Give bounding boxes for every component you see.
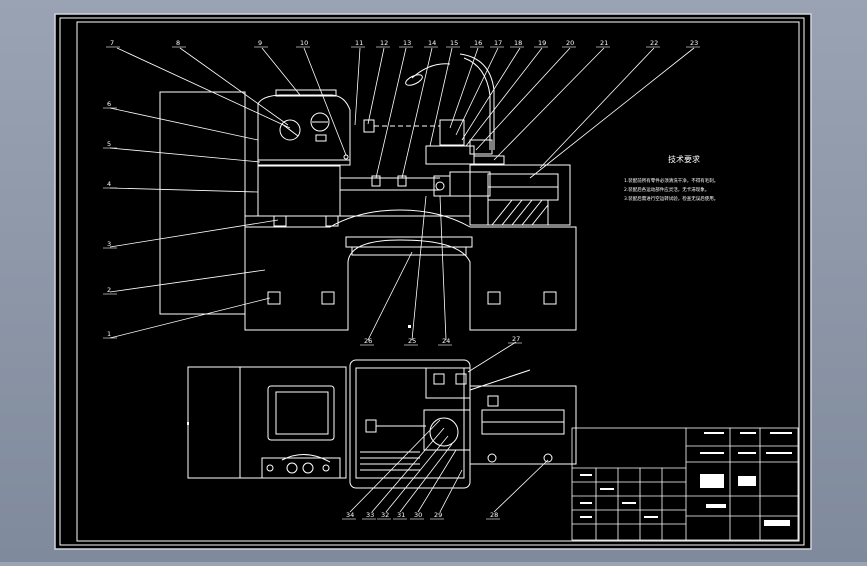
part-number-6: 6 bbox=[107, 100, 111, 108]
tech-req-line-3: 3.装配后需进行空运转试验，检查无误后使用。 bbox=[624, 195, 718, 202]
part-number-12: 12 bbox=[380, 39, 388, 47]
part-number-7: 7 bbox=[110, 39, 114, 47]
machine-bed bbox=[244, 209, 577, 331]
part-number-2: 2 bbox=[107, 286, 111, 294]
part-number-9: 9 bbox=[258, 39, 262, 47]
part-number-4: 4 bbox=[107, 180, 111, 188]
handwheel-right bbox=[310, 112, 330, 132]
part-number-10: 10 bbox=[300, 39, 308, 47]
hatched-section bbox=[487, 199, 549, 226]
part-number-13: 13 bbox=[403, 39, 411, 47]
tech-req-line-1: 1.装配前所有零件必须清洗干净，不得有毛刺。 bbox=[624, 177, 718, 184]
title-block-fill bbox=[580, 432, 792, 526]
tech-req-line-2: 2.装配后各运动部件应灵活，无卡滞现象。 bbox=[624, 186, 709, 193]
part-number-27: 27 bbox=[512, 335, 520, 343]
drawing-inner-frame bbox=[76, 21, 800, 542]
part-number-25: 25 bbox=[408, 337, 416, 345]
plan-chuck bbox=[429, 417, 459, 447]
part-number-26: 26 bbox=[364, 337, 372, 345]
part-number-32: 32 bbox=[381, 511, 389, 519]
part-number-11: 11 bbox=[355, 39, 363, 47]
part-number-16: 16 bbox=[474, 39, 482, 47]
control-screen bbox=[267, 385, 335, 441]
leader-lines bbox=[109, 47, 695, 341]
plan-leader-lines bbox=[349, 341, 549, 513]
headstock-housing bbox=[257, 94, 351, 161]
part-number-18: 18 bbox=[514, 39, 522, 47]
part-number-21: 21 bbox=[600, 39, 608, 47]
part-number-28: 28 bbox=[490, 511, 498, 519]
part-number-24: 24 bbox=[442, 337, 450, 345]
part-number-23: 23 bbox=[690, 39, 698, 47]
part-number-30: 30 bbox=[414, 511, 422, 519]
back-panel bbox=[159, 91, 246, 315]
part-number-33: 33 bbox=[366, 511, 374, 519]
drawing-border bbox=[59, 17, 805, 546]
part-number-19: 19 bbox=[538, 39, 546, 47]
part-number-31: 31 bbox=[397, 511, 405, 519]
tech-requirements: 技术要求 1.装配前所有零件必须清洗干净，不得有毛刺。 2.装配后各运动部件应灵… bbox=[624, 154, 718, 202]
part-number-17: 17 bbox=[494, 39, 502, 47]
part-number-29: 29 bbox=[434, 511, 442, 519]
drawing-sheet bbox=[54, 13, 812, 550]
part-number-14: 14 bbox=[428, 39, 436, 47]
handwheel-left bbox=[279, 119, 301, 141]
part-number-15: 15 bbox=[450, 39, 458, 47]
title-block bbox=[571, 427, 799, 541]
part-number-22: 22 bbox=[650, 39, 658, 47]
part-number-5: 5 bbox=[107, 140, 111, 148]
part-number-8: 8 bbox=[176, 39, 180, 47]
part-number-20: 20 bbox=[566, 39, 574, 47]
lamp-head bbox=[405, 74, 423, 86]
part-number-34: 34 bbox=[346, 511, 354, 519]
part-number-3: 3 bbox=[107, 240, 111, 248]
tech-req-title: 技术要求 bbox=[668, 154, 700, 164]
part-number-1: 1 bbox=[107, 330, 111, 338]
